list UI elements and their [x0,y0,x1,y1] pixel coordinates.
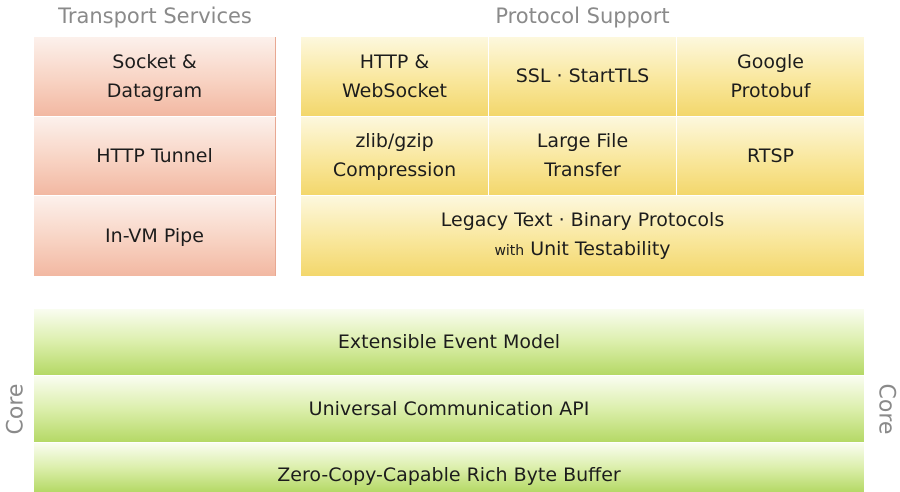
legacy-protocols-line1: Legacy Text · Binary Protocols [440,209,725,231]
socket-datagram-box: Socket & Datagram [34,37,276,116]
legacy-protocols-line2: with Unit Testability [494,235,670,266]
http-tunnel-box: HTTP Tunnel [34,117,276,195]
large-file-transfer-box: Large File Transfer [489,117,676,195]
protocol-support-heading: Protocol Support [495,4,670,28]
core-label-right: Core [873,383,899,435]
legacy-with-prefix: with [494,243,525,259]
http-websocket-line1: HTTP & [359,50,430,73]
socket-datagram-line2: Datagram [106,79,203,102]
google-protobuf-line2: Protobuf [730,79,811,102]
rtsp-label: RTSP [747,144,794,167]
rtsp-box: RTSP [677,117,864,195]
core-layer-communication-api: Universal Communication API [34,376,864,442]
http-websocket-box: HTTP & WebSocket [301,37,488,116]
http-tunnel-label: HTTP Tunnel [96,144,213,167]
core-layer-byte-buffer: Zero-Copy-Capable Rich Byte Buffer [34,443,864,492]
google-protobuf-line1: Google [736,50,804,73]
transport-services-heading: Transport Services [58,4,252,28]
zlib-gzip-line1: zlib/gzip [355,130,434,152]
http-websocket-line2: WebSocket [341,79,448,102]
zlib-gzip-line2: Compression [332,159,457,181]
byte-buffer-label: Zero-Copy-Capable Rich Byte Buffer [277,464,621,486]
communication-api-label: Universal Communication API [308,397,590,420]
ssl-starttls-label: SSL · StartTLS [515,65,650,87]
large-file-transfer-line1: Large File [536,130,629,152]
core-label-left: Core [3,383,29,435]
large-file-transfer-line2: Transfer [544,159,621,181]
legacy-protocols-box: Legacy Text · Binary Protocols with Unit… [301,196,864,276]
zlib-gzip-box: zlib/gzip Compression [301,117,488,195]
event-model-label: Extensible Event Model [337,330,561,353]
google-protobuf-box: Google Protobuf [677,37,864,116]
in-vm-pipe-box: In-VM Pipe [34,196,276,276]
core-layer-event-model: Extensible Event Model [34,309,864,375]
in-vm-pipe-label: In-VM Pipe [105,224,204,247]
socket-datagram-line1: Socket & [112,50,197,73]
legacy-unit-testability: Unit Testability [530,238,671,260]
ssl-starttls-box: SSL · StartTLS [489,37,676,116]
